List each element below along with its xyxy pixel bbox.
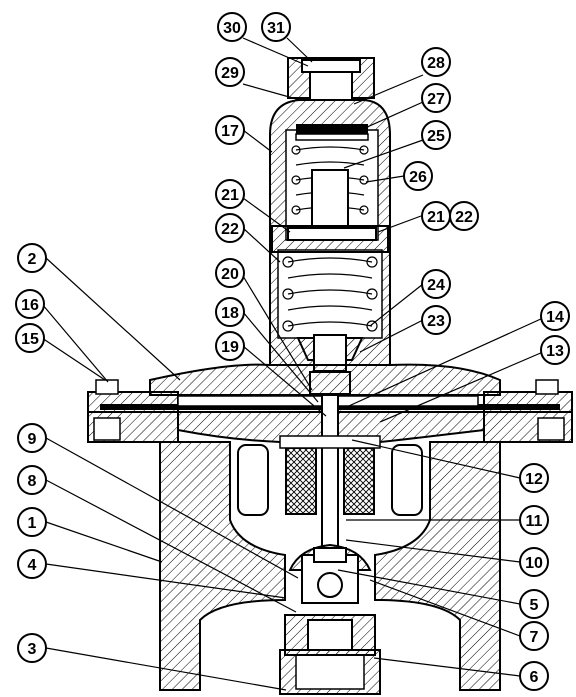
- callout-6-label: 6: [530, 669, 539, 686]
- callout-19: 19: [215, 331, 245, 361]
- callout-18: 18: [215, 297, 245, 327]
- callout-29: 29: [215, 57, 245, 87]
- callout-31-label: 31: [267, 20, 285, 37]
- bolt-shank-right: [537, 417, 565, 441]
- plug-cap: [313, 547, 347, 563]
- callout-23-label: 23: [427, 313, 445, 330]
- callout-14-label: 14: [546, 309, 564, 326]
- callout-7-label: 7: [530, 629, 539, 646]
- callout-26: 26: [403, 161, 433, 191]
- callout-8: 8: [17, 465, 47, 495]
- callout-1: 1: [17, 507, 47, 537]
- callout-24-label: 24: [427, 277, 445, 294]
- callout-15-label: 15: [21, 331, 39, 348]
- bolt-shank-left: [93, 417, 121, 441]
- callout-22-upper: 22: [215, 213, 245, 243]
- bolt-left: [95, 379, 119, 395]
- callout-18-label: 18: [221, 305, 239, 322]
- callout-3: 3: [17, 633, 47, 663]
- callout-13-label: 13: [546, 343, 564, 360]
- bolt-right: [535, 379, 559, 395]
- cap-plug: [301, 59, 361, 73]
- callout-15: 15: [15, 323, 45, 353]
- regulator-body: [87, 57, 573, 695]
- main-spring: [282, 256, 378, 332]
- callout-25: 25: [421, 120, 451, 150]
- callout-22-right-label: 22: [455, 209, 473, 226]
- valve-body-right: [374, 441, 501, 691]
- callout-27: 27: [421, 83, 451, 113]
- guide-bushing: [279, 435, 381, 449]
- outlet-port-left: [237, 444, 269, 516]
- callout-30-label: 30: [223, 20, 241, 37]
- bottom-plug: [307, 619, 353, 651]
- callout-21-upper-label: 21: [221, 187, 239, 204]
- callout-4-label: 4: [28, 557, 37, 574]
- stem-guide-right: [343, 447, 375, 515]
- callout-31: 31: [261, 12, 291, 42]
- callout-2: 2: [17, 243, 47, 273]
- spring-plate-top: [296, 124, 368, 134]
- callout-7: 7: [519, 621, 549, 651]
- callout-26-label: 26: [409, 169, 427, 186]
- spring-washer: [295, 133, 369, 141]
- callout-9: 9: [17, 423, 47, 453]
- callout-17-label: 17: [221, 123, 239, 140]
- callout-21-right: 21: [421, 201, 451, 231]
- callout-9-label: 9: [28, 431, 37, 448]
- callout-20: 20: [215, 258, 245, 288]
- callout-23: 23: [421, 305, 451, 335]
- inner-stem: [311, 169, 349, 231]
- spring-guide-cup: [271, 225, 389, 253]
- callout-20-label: 20: [221, 266, 239, 283]
- callout-12-label: 12: [525, 471, 543, 488]
- callout-16-label: 16: [21, 297, 39, 314]
- upper-diaphragm-cover: [149, 363, 501, 396]
- callout-28-label: 28: [427, 55, 445, 72]
- callout-5-label: 5: [530, 597, 539, 614]
- callout-17: 17: [215, 115, 245, 145]
- callout-6: 6: [519, 661, 549, 691]
- plug-port: [317, 572, 343, 598]
- callout-21-right-label: 21: [427, 209, 445, 226]
- leader-lines: [41, 37, 544, 691]
- callout-13: 13: [540, 335, 570, 365]
- callout-10: 10: [519, 547, 549, 577]
- callout-3-label: 3: [28, 641, 37, 658]
- callout-27-label: 27: [427, 91, 445, 108]
- valve-body-left: [159, 441, 286, 691]
- callout-11-label: 11: [526, 513, 543, 530]
- callout-22-right: 22: [449, 201, 479, 231]
- callout-16: 16: [15, 289, 45, 319]
- callout-30: 30: [217, 12, 247, 42]
- callout-25-label: 25: [427, 128, 445, 145]
- callout-22-upper-label: 22: [221, 221, 239, 238]
- outlet-port-right: [391, 444, 423, 516]
- callout-5: 5: [519, 589, 549, 619]
- callout-29-label: 29: [221, 65, 239, 82]
- callout-1-label: 1: [28, 515, 37, 532]
- callout-24: 24: [421, 269, 451, 299]
- bottom-cover-cavity: [295, 654, 365, 690]
- inner-plate: [287, 227, 377, 241]
- bonnet-cavity-lower: [277, 249, 383, 339]
- callout-21-upper: 21: [215, 179, 245, 209]
- callout-4: 4: [17, 549, 47, 579]
- callout-28: 28: [421, 47, 451, 77]
- callout-2-label: 2: [28, 251, 37, 268]
- callout-11: 11: [519, 505, 549, 535]
- callout-19-label: 19: [221, 339, 239, 356]
- callout-10-label: 10: [525, 555, 543, 572]
- callout-12: 12: [519, 463, 549, 493]
- callout-14: 14: [540, 301, 570, 331]
- callout-8-label: 8: [28, 473, 37, 490]
- valve-stem: [321, 394, 339, 561]
- stem-guide-left: [285, 447, 317, 515]
- callout-group: 30 31 29 28 27 17 25 26 21 22 21 22 2 20…: [15, 12, 570, 691]
